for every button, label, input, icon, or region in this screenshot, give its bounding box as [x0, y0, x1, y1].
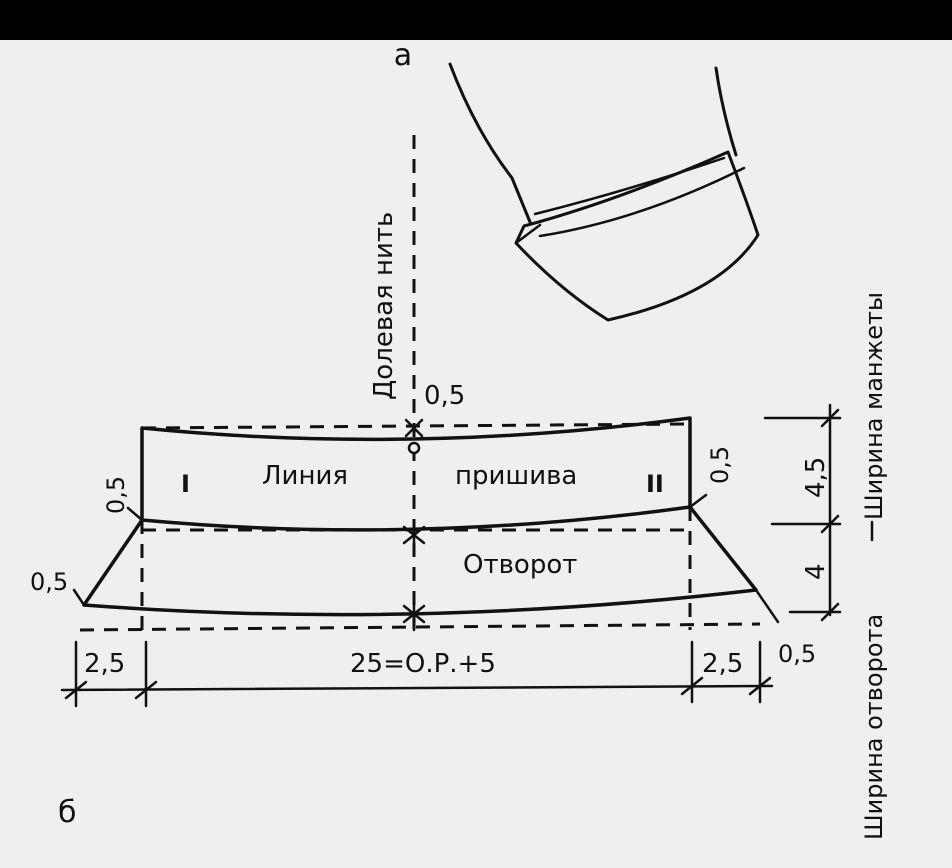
right-lower-offset: 0,5 — [778, 640, 816, 668]
mark-two: II — [646, 470, 664, 498]
cuff-height-label: 4,5 — [801, 457, 831, 498]
left-upper-offset: 0,5 — [102, 476, 130, 514]
bottom-dimension-line — [60, 640, 774, 708]
part-a-label: а — [394, 40, 412, 73]
lapel-width-caption: Ширина отворота — [860, 614, 888, 840]
part-b-label: б — [58, 795, 77, 830]
sew-line-label-left: Линия — [262, 461, 348, 491]
right-upper-offset: 0,5 — [706, 446, 734, 484]
lapel-label: Отворот — [463, 550, 577, 580]
cuff-lapel-band — [72, 493, 780, 632]
sew-line-label-right: пришива — [455, 461, 577, 491]
grain-line-label: Долевая нить — [369, 212, 399, 400]
left-extension-label: 2,5 — [84, 649, 125, 679]
lapel-height-label: 4 — [801, 563, 831, 580]
mark-one: I — [181, 470, 190, 498]
main-length-label: 25=О.Р.+5 — [350, 649, 496, 679]
left-lower-offset: 0,5 — [30, 568, 68, 596]
top-offset-label: 0,5 — [424, 381, 465, 411]
right-dimension-lines — [763, 403, 842, 622]
cuff-pattern-drawing: а Долевая нить 0,5 Линия пришива I II От… — [30, 40, 888, 840]
top-black-bar — [0, 0, 952, 40]
right-extension-label: 2,5 — [702, 649, 743, 679]
cuff-width-caption: Ширина манжеты — [860, 292, 888, 520]
cuff-upper-band — [140, 416, 692, 548]
sleeve-cuff-sketch — [448, 62, 760, 322]
